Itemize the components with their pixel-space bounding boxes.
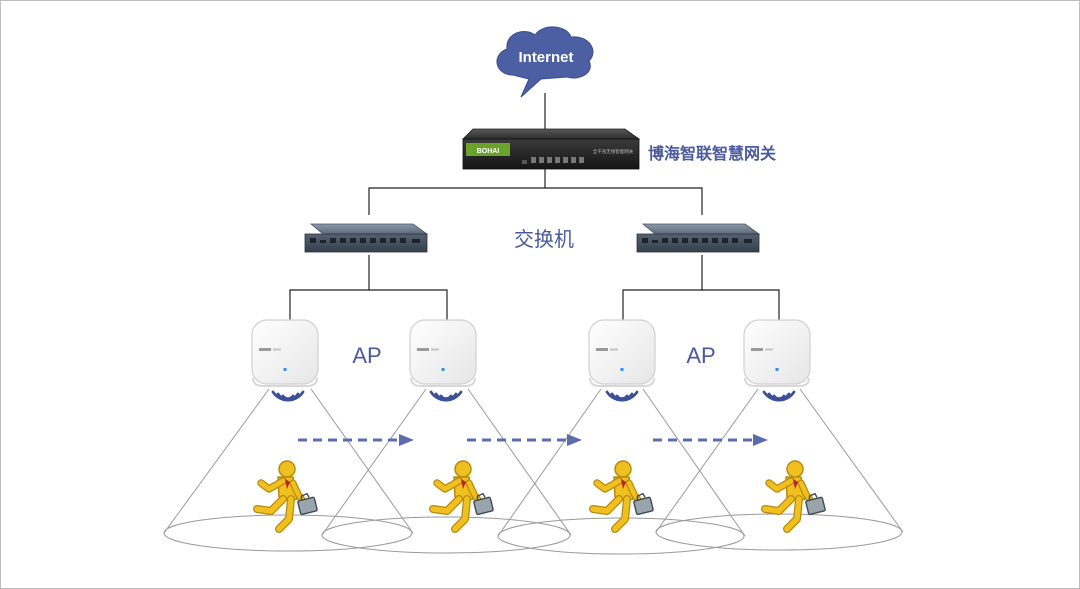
switch-right xyxy=(636,223,760,253)
ap-label-left: AP xyxy=(352,343,381,368)
access-point-4 xyxy=(743,319,811,402)
coverage-areas xyxy=(163,388,904,555)
walking-person-icon xyxy=(593,461,653,529)
ap-label-right: AP xyxy=(686,343,715,368)
gateway-device: BOHAI 全千兆无线智能网关 博海智联智慧网关 xyxy=(462,128,776,170)
cloud-icon xyxy=(496,26,594,98)
switch2-ap4-link xyxy=(702,289,780,322)
gateway-device-icon: BOHAI 全千兆无线智能网关 xyxy=(462,128,641,170)
walking-person-icon xyxy=(257,461,317,529)
coverage-cone-ap2 xyxy=(321,388,572,554)
access-point-2 xyxy=(409,319,477,402)
gateway-label: 博海智联智慧网关 xyxy=(648,144,776,163)
cloud-label: Internet xyxy=(518,49,573,66)
gateway-panel-text: 全千兆无线智能网关 xyxy=(593,148,634,155)
internet-cloud: Internet xyxy=(496,26,594,98)
switch-label: 交换机 xyxy=(514,227,574,251)
roaming-arrow-icon xyxy=(298,434,414,446)
switch2-ap3-link xyxy=(622,255,703,322)
switch1-ap2-link xyxy=(369,289,448,322)
switch-icon xyxy=(304,223,428,253)
walking-person-icon xyxy=(433,461,493,529)
roaming-arrow-icon xyxy=(653,434,768,446)
walking-person-icon xyxy=(765,461,825,529)
wifi-signal-icon xyxy=(605,390,639,402)
wifi-signal-icon xyxy=(429,390,463,402)
switch-left xyxy=(304,223,428,253)
gateway-brand: BOHAI xyxy=(477,148,500,155)
access-point-icon xyxy=(251,319,319,387)
coverage-cone-ap4 xyxy=(655,388,904,551)
wifi-signal-icon xyxy=(762,390,796,402)
switch-icon xyxy=(636,223,760,253)
switch1-ap1-link xyxy=(289,255,370,322)
connection-lines xyxy=(289,93,780,322)
access-point-icon xyxy=(409,319,477,387)
gateway-switch-links xyxy=(368,187,703,215)
access-point-3 xyxy=(588,319,656,402)
access-point-icon xyxy=(588,319,656,387)
wifi-signal-icon xyxy=(271,390,305,402)
roaming-arrows xyxy=(298,434,768,446)
access-point-icon xyxy=(743,319,811,387)
mobile-users xyxy=(257,461,825,529)
access-point-1 xyxy=(251,319,319,402)
roaming-arrow-icon xyxy=(467,434,582,446)
